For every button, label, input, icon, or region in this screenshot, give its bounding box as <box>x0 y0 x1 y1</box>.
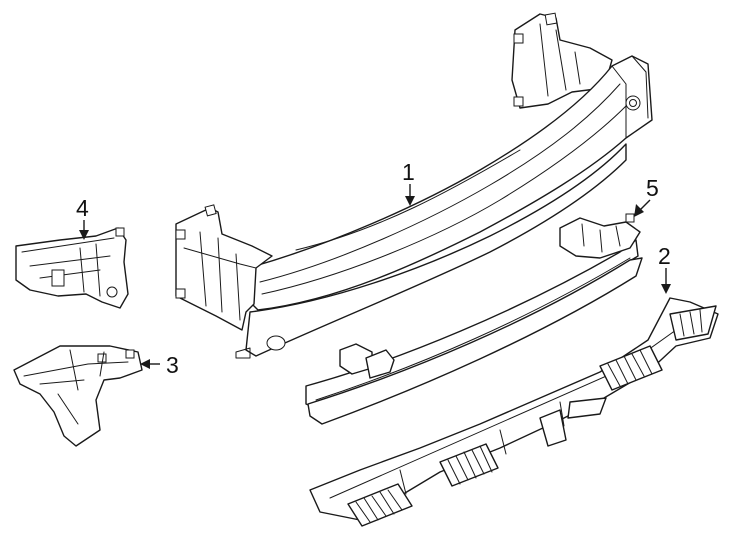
arrow-1-icon <box>405 196 415 206</box>
arrow-5-icon <box>634 204 644 217</box>
part-5-energy-absorber[interactable] <box>305 213 643 425</box>
callout-leaders <box>79 184 671 369</box>
part-3-side-bracket[interactable] <box>13 345 143 447</box>
leader-5 <box>639 199 651 211</box>
callout-5: 5 <box>646 175 659 201</box>
callout-2: 2 <box>658 243 671 269</box>
callout-3: 3 <box>166 352 179 378</box>
arrow-4-icon <box>79 230 89 240</box>
part-4-upper-bracket[interactable] <box>15 227 129 309</box>
callout-1: 1 <box>402 159 415 185</box>
callout-4: 4 <box>76 195 89 221</box>
callout-labels: 1 2 3 4 5 <box>76 159 671 378</box>
part-1-bumper-reinforcement[interactable] <box>175 12 653 359</box>
part-2-lower-absorber[interactable] <box>309 297 719 527</box>
arrow-2-icon <box>661 284 671 294</box>
arrow-3-icon <box>140 359 150 369</box>
